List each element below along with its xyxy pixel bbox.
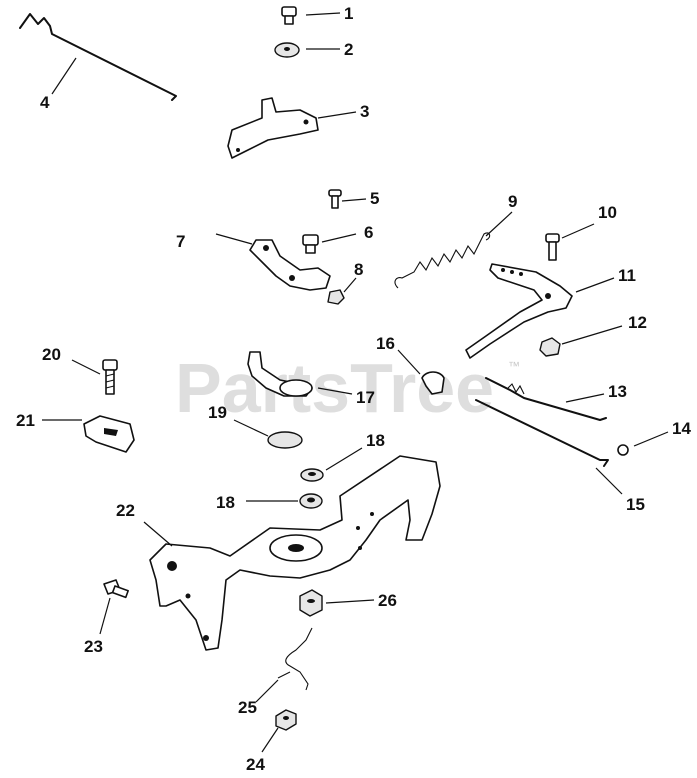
- callout-15[interactable]: 15: [626, 495, 645, 514]
- callout-5[interactable]: 5: [370, 189, 379, 208]
- callout-13[interactable]: 13: [608, 382, 627, 401]
- part-10-bolt[interactable]: [545, 233, 560, 261]
- part-6-bolt[interactable]: [302, 234, 319, 254]
- callout-26[interactable]: 26: [378, 591, 397, 610]
- callout-19[interactable]: 19: [208, 403, 227, 422]
- callout-6[interactable]: 6: [364, 223, 373, 242]
- part-2-washer[interactable]: [274, 42, 300, 58]
- part-15-rod[interactable]: [475, 399, 609, 467]
- part-1-screw[interactable]: [281, 6, 297, 25]
- callout-12[interactable]: 12: [628, 313, 647, 332]
- part-7-lever[interactable]: [249, 239, 331, 291]
- part-13-spring-rod[interactable]: [485, 377, 607, 421]
- callout-11[interactable]: 11: [618, 266, 636, 285]
- part-12-nut[interactable]: [539, 337, 561, 357]
- callout-2[interactable]: 2: [344, 40, 353, 59]
- watermark-trademark: ™: [508, 359, 520, 373]
- leader-lines: [42, 12, 669, 753]
- callout-23[interactable]: 23: [84, 637, 103, 656]
- callout-4[interactable]: 4: [40, 93, 50, 112]
- callout-7[interactable]: 7: [176, 232, 185, 251]
- part-17-plate[interactable]: [247, 351, 313, 397]
- part-9-spring[interactable]: [394, 232, 491, 289]
- part-3-bracket[interactable]: [227, 97, 319, 159]
- callout-21[interactable]: 21: [16, 411, 35, 430]
- callout-18b[interactable]: 18: [216, 493, 235, 512]
- part-16-clip[interactable]: [421, 371, 445, 395]
- part-18-washer-upper[interactable]: [300, 468, 324, 482]
- part-25-spring[interactable]: [277, 627, 313, 691]
- part-19-washer[interactable]: [267, 431, 303, 449]
- callout-8[interactable]: 8: [354, 260, 363, 279]
- part-26-nut[interactable]: [299, 589, 323, 617]
- callout-10[interactable]: 10: [598, 203, 617, 222]
- part-11-control-arm[interactable]: [465, 263, 573, 359]
- part-14-clip[interactable]: [617, 444, 629, 456]
- part-5-screw[interactable]: [328, 189, 342, 209]
- part-22-control-bracket[interactable]: [149, 455, 441, 651]
- callout-17[interactable]: 17: [356, 388, 375, 407]
- callout-16[interactable]: 16: [376, 334, 395, 353]
- callout-3[interactable]: 3: [360, 102, 369, 121]
- part-18-washer-lower[interactable]: [299, 493, 323, 509]
- callout-22[interactable]: 22: [116, 501, 135, 520]
- part-20-bolt[interactable]: [102, 359, 118, 395]
- callout-25[interactable]: 25: [238, 698, 257, 717]
- callout-9[interactable]: 9: [508, 192, 517, 211]
- callout-18a[interactable]: 18: [366, 431, 385, 450]
- part-24-nut[interactable]: [275, 709, 297, 731]
- part-21-nut-clip[interactable]: [83, 415, 135, 453]
- part-8-nut[interactable]: [327, 289, 345, 305]
- callout-14[interactable]: 14: [672, 419, 691, 438]
- part-23-screw[interactable]: [103, 579, 129, 599]
- callout-24[interactable]: 24: [246, 755, 265, 774]
- callout-1[interactable]: 1: [344, 4, 353, 23]
- callout-20[interactable]: 20: [42, 345, 61, 364]
- callout-numbers: 1 2 3 4 5 6 7 8 9 10 11 12 13 14 15 16 1…: [16, 4, 691, 774]
- part-4-link-wire[interactable]: [19, 13, 177, 101]
